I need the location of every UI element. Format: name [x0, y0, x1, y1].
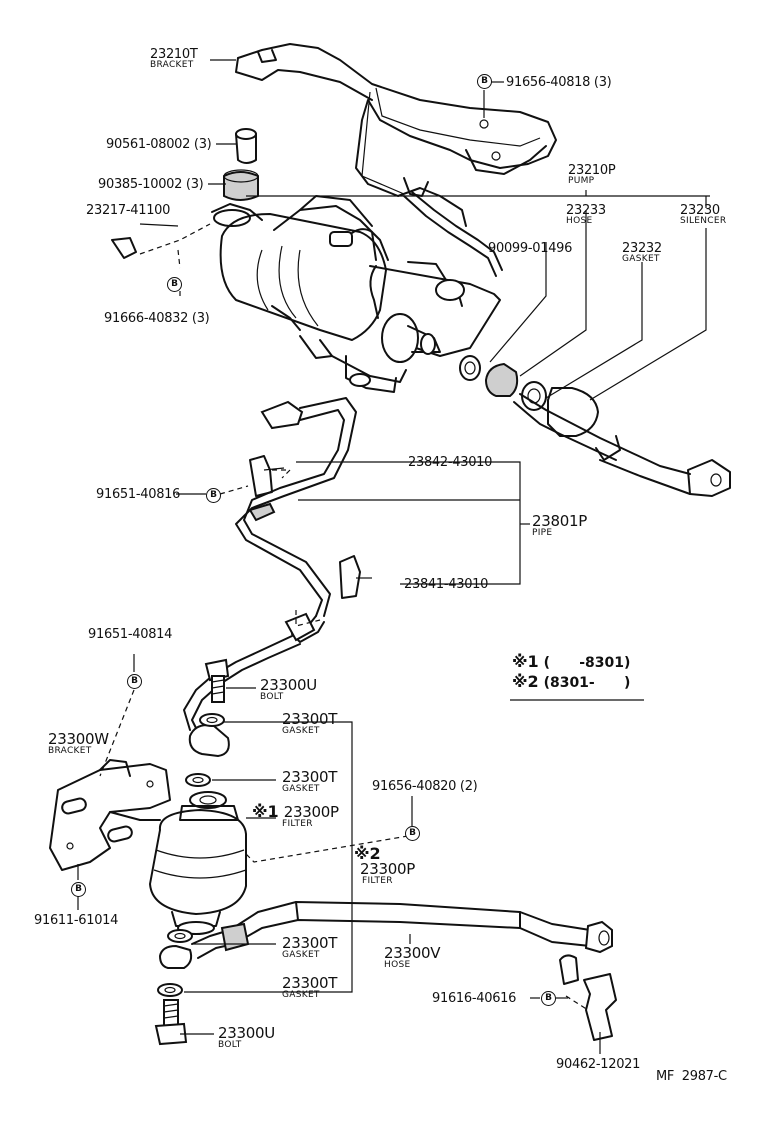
- bolt-marker: B: [477, 74, 492, 89]
- part-caption: GASKET: [282, 726, 320, 736]
- note-2: ※2 (8301- ): [512, 672, 631, 691]
- part-label-23230: 23230 SILENCER: [680, 204, 726, 226]
- part-caption: BRACKET: [150, 60, 194, 70]
- part-caption: HOSE: [384, 960, 411, 970]
- bolt-marker: B: [405, 826, 420, 841]
- part-label-23801P: 23801P PIPE: [532, 514, 587, 538]
- note-mark: ※1: [512, 652, 539, 671]
- part-caption: HOSE: [566, 216, 593, 226]
- bolt-marker: B: [127, 674, 142, 689]
- part-number: 23300T: [282, 934, 338, 952]
- part-number: 23300U: [218, 1024, 275, 1042]
- filter-mark: ※2: [354, 844, 381, 863]
- clamps-drawing: [219, 455, 372, 599]
- part-label-23300V: 23300V HOSE: [384, 946, 440, 970]
- collar-and-grommet-drawing: [223, 128, 259, 201]
- pump-bracket-drawing: [235, 43, 557, 227]
- part-caption: PIPE: [532, 528, 553, 538]
- bolt-marker: B: [71, 882, 86, 897]
- part-caption: GASKET: [282, 990, 320, 1000]
- note-1: ※1 ( -8301): [512, 652, 631, 671]
- part-caption: FILTER: [362, 876, 393, 886]
- part-label-91651-40816: 91651-40816: [96, 487, 181, 502]
- part-label-90099-01496: 90099-01496: [488, 241, 573, 256]
- filter-bracket-drawing: [49, 759, 171, 871]
- part-label-23300P-1: ※1 23300P FILTER: [252, 804, 339, 829]
- part-label-23300W: 23300W BRACKET: [48, 732, 109, 756]
- note-mark: ※2: [512, 672, 539, 691]
- part-caption: GASKET: [282, 950, 320, 960]
- part-number: 23801P: [532, 512, 587, 530]
- part-label-91656-40820: 91656-40820 (2): [372, 779, 478, 794]
- note-text: (8301- ): [543, 675, 631, 691]
- part-label-23300U-top: 23300U BOLT: [260, 678, 317, 702]
- part-label-23233: 23233 HOSE: [566, 204, 606, 226]
- part-label-23300T-3: 23300T GASKET: [282, 936, 337, 960]
- part-number: 23233: [566, 203, 606, 218]
- part-label-91616-40616: 91616-40616: [432, 991, 517, 1006]
- part-number: 23210P: [568, 163, 616, 178]
- part-number: 23300T: [282, 974, 338, 992]
- note-text: ( -8301): [543, 655, 631, 671]
- diagram-code: MF 2987-C: [656, 1069, 727, 1084]
- outlet-gasket-hose-silencer-drawing: [459, 355, 731, 497]
- part-label-23300U-bottom: 23300U BOLT: [218, 1026, 275, 1050]
- part-label-90385-10002: 90385-10002 (3): [98, 177, 204, 192]
- part-label-91656-40818: 91656-40818 (3): [506, 75, 612, 90]
- part-number: 23300V: [384, 944, 441, 962]
- part-label-23300T-1: 23300T GASKET: [282, 712, 337, 736]
- part-label-23210P: 23210P PUMP: [568, 163, 616, 186]
- part-label-91611-61014: 91611-61014: [34, 913, 119, 928]
- part-caption: PUMP: [568, 176, 595, 186]
- part-label-23300T-2: 23300T GASKET: [282, 770, 337, 794]
- part-number: 23230: [680, 203, 720, 218]
- part-number: 23300P: [283, 803, 339, 821]
- part-label-90561-08002: 90561-08002 (3): [106, 137, 212, 152]
- part-number: 23300T: [282, 710, 338, 728]
- part-label-23232: 23232 GASKET: [622, 242, 662, 264]
- part-label-23210T: 23210T BRACKET: [150, 48, 198, 70]
- leader-lines: [77, 59, 710, 1054]
- part-caption: FILTER: [282, 819, 313, 829]
- part-number: 23300P: [360, 860, 415, 878]
- part-number: 23300W: [48, 730, 109, 748]
- bolt-marker: B: [167, 277, 182, 292]
- part-caption: BRACKET: [48, 746, 92, 756]
- part-caption: GASKET: [282, 784, 320, 794]
- fuel-filter-drawing: [149, 791, 247, 935]
- part-caption: SILENCER: [680, 216, 727, 226]
- part-label-23300P-2: ※2 23300P FILTER: [354, 846, 415, 886]
- part-label-91651-40814: 91651-40814: [88, 627, 173, 642]
- hose-clamp-drawing: [559, 954, 617, 1041]
- part-label-23217-41100: 23217-41100: [86, 203, 171, 218]
- bolt-marker: B: [541, 991, 556, 1006]
- part-label-23300T-4: 23300T GASKET: [282, 976, 337, 1000]
- filter-mark: ※1: [252, 802, 279, 821]
- part-number: 23210T: [150, 47, 198, 62]
- part-caption: BOLT: [218, 1040, 242, 1050]
- part-number: 23300U: [260, 676, 317, 694]
- banjo-bolt-top-drawing: [185, 658, 230, 787]
- lower-fittings-drawing: [154, 929, 193, 1046]
- part-label-91666-40832: 91666-40832 (3): [104, 311, 210, 326]
- part-label-23842-43010: 23842-43010: [408, 455, 493, 470]
- fuel-pump-drawing: [211, 195, 501, 393]
- part-label-23841-43010: 23841-43010: [404, 577, 489, 592]
- fuel-pipe-drawing: [183, 397, 357, 758]
- bolt-marker: B: [206, 488, 221, 503]
- part-label-90462-12021: 90462-12021: [556, 1057, 641, 1072]
- part-number: 23232: [622, 241, 662, 256]
- part-caption: GASKET: [622, 254, 660, 264]
- part-caption: BOLT: [260, 692, 284, 702]
- part-number: 23300T: [282, 768, 338, 786]
